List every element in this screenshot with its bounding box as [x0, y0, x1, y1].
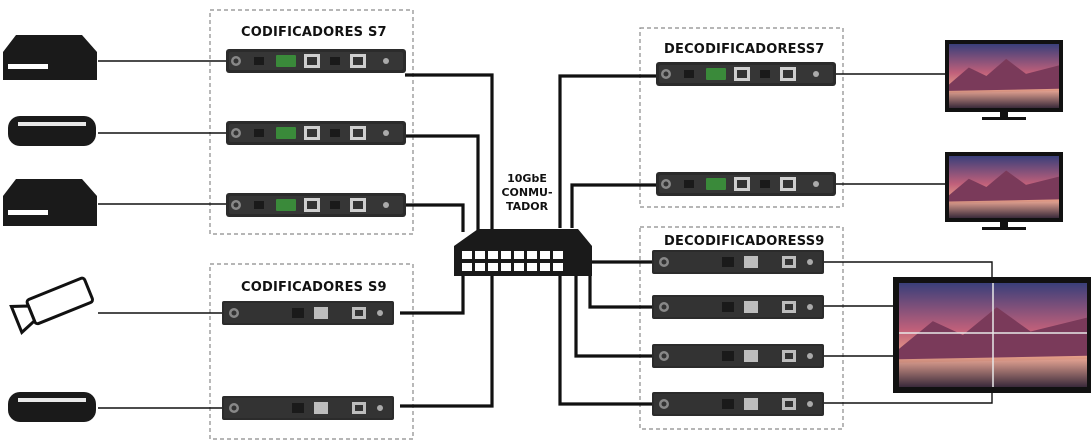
decoder-s9-unit-2	[652, 295, 824, 319]
dec-s7-group-box	[639, 27, 844, 208]
source-media-player-1-icon	[8, 116, 96, 146]
monitor-1-icon	[945, 40, 1063, 120]
decoders-s7-title: DECODIFICADORESS7	[664, 42, 825, 57]
network-switch-icon	[454, 229, 592, 276]
enc-s9-group-box	[209, 263, 414, 440]
encoder-s7-unit-3	[226, 193, 406, 217]
source-media-player-2-icon	[8, 392, 96, 422]
monitor-2-icon	[945, 152, 1063, 230]
switch-label-line3: TADOR	[505, 200, 549, 213]
decoder-s9-unit-4	[652, 392, 824, 416]
encoders-s7-title: CODIFICADORES S7	[241, 25, 387, 40]
switch-label-line2: CONMU-	[501, 186, 553, 199]
source-settop-box-1-icon	[3, 35, 97, 80]
decoder-s9-unit-1	[652, 250, 824, 274]
switch-label: 10GbE CONMU- TADOR	[496, 172, 558, 214]
source-settop-box-2-icon	[3, 179, 97, 226]
decoder-s9-unit-3	[652, 344, 824, 368]
dec-s9-group-box	[639, 226, 844, 430]
encoder-s9-unit-1	[222, 301, 394, 325]
switch-label-line1: 10GbE	[507, 172, 547, 185]
encoder-s7-unit-2	[226, 121, 406, 145]
encoder-s9-unit-2	[222, 396, 394, 420]
enc-s7-group-box	[209, 9, 414, 235]
decoders-s9-title: DECODIFICADORESS9	[664, 234, 825, 249]
encoders-s9-title: CODIFICADORES S9	[241, 280, 387, 295]
decoder-s7-unit-2	[656, 172, 836, 196]
source-camera-icon	[9, 276, 95, 335]
decoder-s7-unit-1	[656, 62, 836, 86]
video-wall-icon	[893, 277, 1091, 393]
encoder-s7-unit-1	[226, 49, 406, 73]
